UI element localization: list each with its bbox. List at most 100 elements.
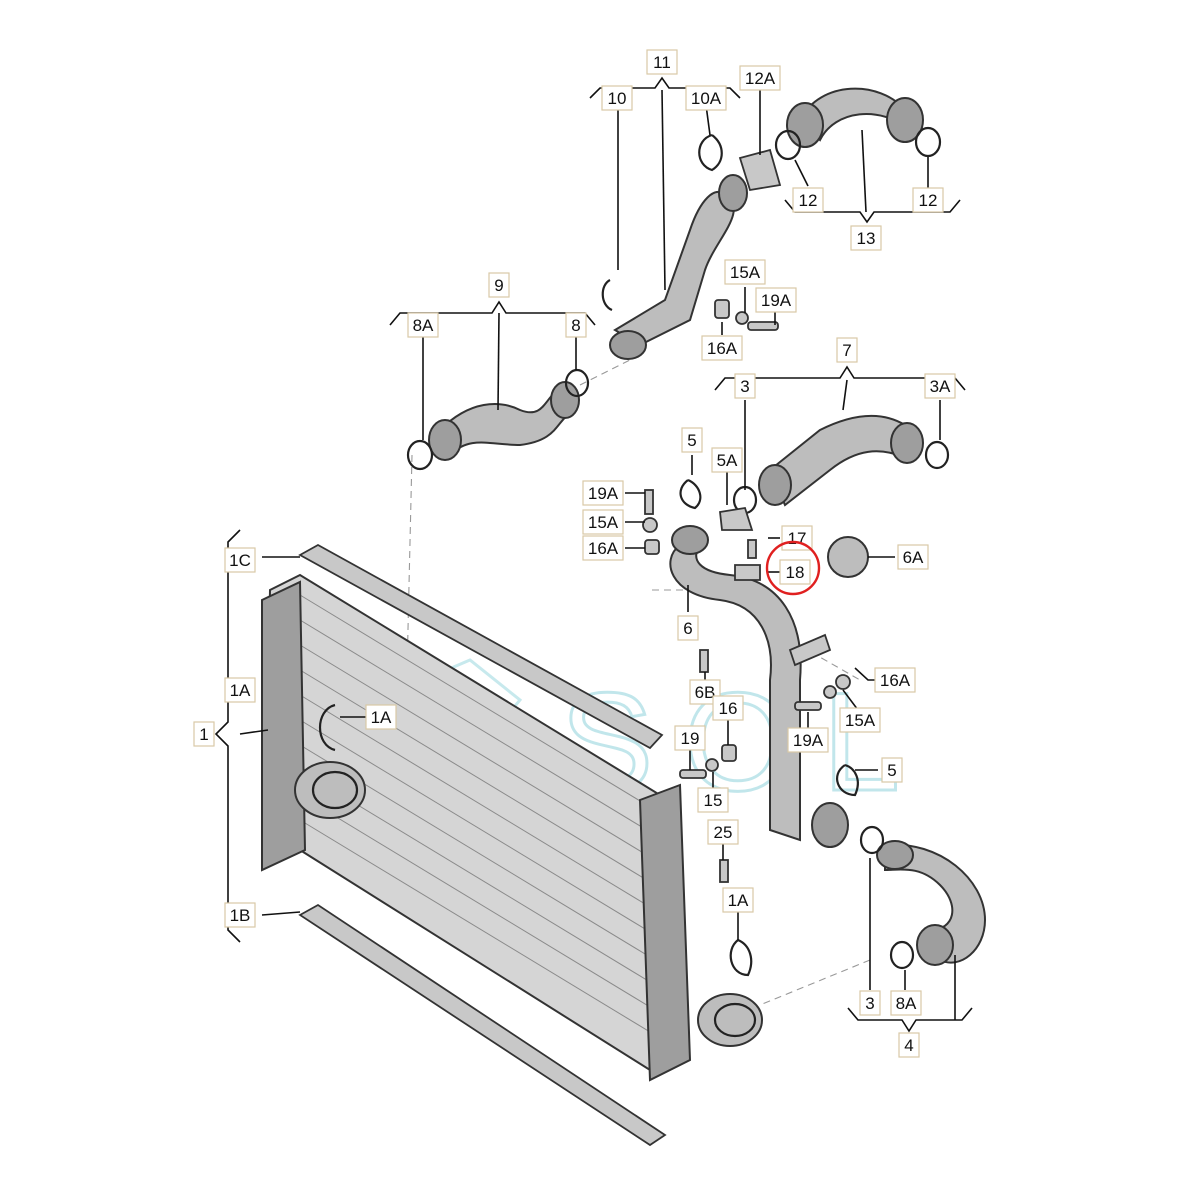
pipe-11 (601, 133, 782, 360)
callout-box (707, 819, 739, 845)
callout-8a-bottom: 8A (890, 990, 922, 1016)
callout-10: 10 (601, 85, 633, 111)
callout-label: 1A (371, 708, 392, 727)
callout-label: 16A (880, 671, 911, 690)
highlight-circle-18 (765, 540, 821, 596)
callout-box (792, 187, 824, 213)
callout-15a-mid: 15A (582, 509, 624, 535)
hose-7 (732, 414, 950, 515)
callout-box (701, 335, 743, 361)
callout-19a-right: 19A (787, 727, 829, 753)
callout-label: 25 (714, 823, 733, 842)
callout-1: 1 (193, 721, 215, 747)
callout-19: 19 (674, 725, 706, 751)
callout-1c: 1C (224, 547, 256, 573)
intercooler-core (261, 543, 763, 1147)
callout-box (787, 727, 829, 753)
callout-label: 5 (687, 431, 696, 450)
callout-box (859, 990, 881, 1016)
callout-box (881, 757, 903, 783)
callout-label: 9 (494, 276, 503, 295)
callout-label: 6B (695, 683, 716, 702)
callout-label: 3A (930, 377, 951, 396)
callout-label: 3 (740, 377, 749, 396)
callout-label: 16A (588, 539, 619, 558)
callout-box (646, 49, 678, 75)
callout-box (874, 667, 916, 693)
callout-box (839, 707, 881, 733)
callout-box (565, 312, 587, 338)
callout-box (582, 509, 624, 535)
callout-16: 16 (712, 695, 744, 721)
callout-3-bottom: 3 (859, 990, 881, 1016)
callout-label: 5A (717, 451, 738, 470)
callout-12-right: 12 (912, 187, 944, 213)
callout-label: 8A (896, 994, 917, 1013)
callout-5-bottom: 5 (881, 757, 903, 783)
callout-label: 1C (229, 551, 251, 570)
callout-3a: 3A (924, 373, 956, 399)
callout-9: 9 (488, 272, 510, 298)
callout-label: 7 (842, 341, 851, 360)
callout-15a-top: 15A (724, 259, 766, 285)
callout-label: 11 (653, 53, 671, 72)
fasteners-top (714, 299, 779, 331)
callout-label: 10 (608, 89, 627, 108)
callout-12-left: 12 (792, 187, 824, 213)
callout-label: 8A (413, 316, 434, 335)
callout-box (365, 704, 397, 730)
callout-19a-mid: 19A (582, 480, 624, 506)
callout-box (734, 373, 756, 399)
pipe-6 (642, 478, 869, 883)
callout-box (724, 259, 766, 285)
callout-box (836, 337, 858, 363)
callout-box (890, 990, 922, 1016)
callout-box (681, 427, 703, 453)
callout-label: 15A (588, 513, 619, 532)
callout-16a-right: 16A (874, 667, 916, 693)
callout-19a-top: 19A (755, 287, 797, 313)
callout-box (779, 559, 811, 585)
callout-box (488, 272, 510, 298)
callout-13: 13 (850, 225, 882, 251)
callout-box (712, 695, 744, 721)
callout-box (407, 312, 439, 338)
callout-5-top: 5 (681, 427, 703, 453)
hose-13 (774, 87, 942, 161)
callout-box (677, 615, 699, 641)
callout-18: 18 (779, 559, 811, 585)
callout-label: 19A (793, 731, 824, 750)
callout-label: 19A (761, 291, 792, 310)
callout-label: 8 (571, 316, 580, 335)
callout-box (582, 480, 624, 506)
callout-label: 6 (683, 619, 692, 638)
callout-box (739, 65, 781, 91)
callout-box (722, 887, 754, 913)
callout-label: 12A (745, 69, 776, 88)
callout-3-top: 3 (734, 373, 756, 399)
callout-15a-right: 15A (839, 707, 881, 733)
callout-box (193, 721, 215, 747)
callout-7: 7 (836, 337, 858, 363)
callout-16a-mid: 16A (582, 535, 624, 561)
callout-label: 15 (704, 791, 723, 810)
callout-label: 1B (230, 906, 251, 925)
callout-box (582, 535, 624, 561)
callout-4: 4 (898, 1032, 920, 1058)
callout-box (755, 287, 797, 313)
callout-16a-top: 16A (701, 335, 743, 361)
callout-box (912, 187, 944, 213)
callout-label: 16 (719, 699, 738, 718)
callout-25: 25 (707, 819, 739, 845)
callout-6a: 6A (897, 544, 929, 570)
callout-11: 11 (646, 49, 678, 75)
callout-label: 18 (786, 563, 805, 582)
callout-5a: 5A (711, 447, 743, 473)
callout-15: 15 (697, 787, 729, 813)
callout-label: 4 (904, 1036, 913, 1055)
callout-1a-inner: 1A (365, 704, 397, 730)
callout-1a-left: 1A (224, 677, 256, 703)
callout-1a-bottom: 1A (722, 887, 754, 913)
callout-box (224, 677, 256, 703)
